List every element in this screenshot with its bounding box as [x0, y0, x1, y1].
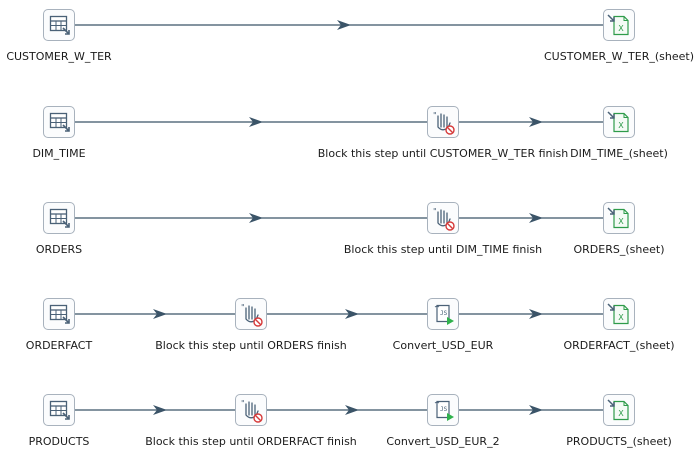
step-label: Block this step until ORDERS finish	[155, 339, 347, 352]
hop-row1-1-arrowhead	[337, 20, 351, 30]
svg-text:JS: JS	[440, 406, 448, 413]
step-label: Block this step until DIM_TIME finish	[343, 243, 543, 256]
step-table-input[interactable]	[43, 9, 75, 41]
step-label: CUSTOMER_W_TER	[6, 50, 112, 63]
step-excel-output[interactable]: X	[603, 394, 635, 426]
step-table-input[interactable]	[43, 394, 75, 426]
step-script[interactable]: JS	[427, 298, 459, 330]
svg-text:X: X	[618, 24, 624, 33]
step-label: DIM_TIME_(sheet)	[570, 147, 668, 160]
step-label: Convert_USD_EUR_2	[386, 435, 500, 448]
step-label: Convert_USD_EUR	[392, 339, 494, 352]
hop-row5-3-arrowhead	[529, 405, 543, 415]
step-excel-output[interactable]: X	[603, 202, 635, 234]
svg-text:X: X	[618, 313, 624, 322]
hop-row3-2-arrowhead	[529, 213, 543, 223]
svg-text:": "	[433, 207, 437, 216]
step-blocking[interactable]: "	[427, 202, 459, 234]
hop-row4-3-arrowhead	[529, 309, 543, 319]
svg-text:": "	[241, 399, 245, 408]
hop-row3-1-arrowhead	[249, 213, 263, 223]
step-blocking[interactable]: "	[235, 298, 267, 330]
svg-text:X: X	[618, 121, 624, 130]
hop-row4-2-arrowhead	[345, 309, 359, 319]
svg-text:X: X	[618, 409, 624, 418]
svg-text:": "	[241, 303, 245, 312]
step-table-input[interactable]	[43, 202, 75, 234]
step-excel-output[interactable]: X	[603, 9, 635, 41]
hop-row5-1-arrowhead	[153, 405, 167, 415]
step-label: DIM_TIME	[32, 147, 86, 160]
step-label: ORDERS	[35, 243, 83, 256]
hop-row2-2-arrowhead	[529, 117, 543, 127]
step-excel-output[interactable]: X	[603, 106, 635, 138]
svg-text:": "	[433, 111, 437, 120]
step-table-input[interactable]	[43, 298, 75, 330]
step-script[interactable]: JS	[427, 394, 459, 426]
step-label: CUSTOMER_W_TER_(sheet)	[544, 50, 694, 63]
step-label: ORDERFACT	[25, 339, 93, 352]
hop-row4-1-arrowhead	[153, 309, 167, 319]
step-blocking[interactable]: "	[235, 394, 267, 426]
hop-row2-1-arrowhead	[249, 117, 263, 127]
svg-text:JS: JS	[440, 310, 448, 317]
hop-row5-2-arrowhead	[345, 405, 359, 415]
step-excel-output[interactable]: X	[603, 298, 635, 330]
step-blocking[interactable]: "	[427, 106, 459, 138]
step-label: PRODUCTS	[28, 435, 90, 448]
step-label: Block this step until CUSTOMER_W_TER fin…	[317, 147, 569, 160]
step-table-input[interactable]	[43, 106, 75, 138]
step-label: ORDERFACT_(sheet)	[563, 339, 675, 352]
step-label: Block this step until ORDERFACT finish	[145, 435, 357, 448]
svg-text:X: X	[618, 217, 624, 226]
step-label: ORDERS_(sheet)	[573, 243, 665, 256]
step-label: PRODUCTS_(sheet)	[566, 435, 672, 448]
